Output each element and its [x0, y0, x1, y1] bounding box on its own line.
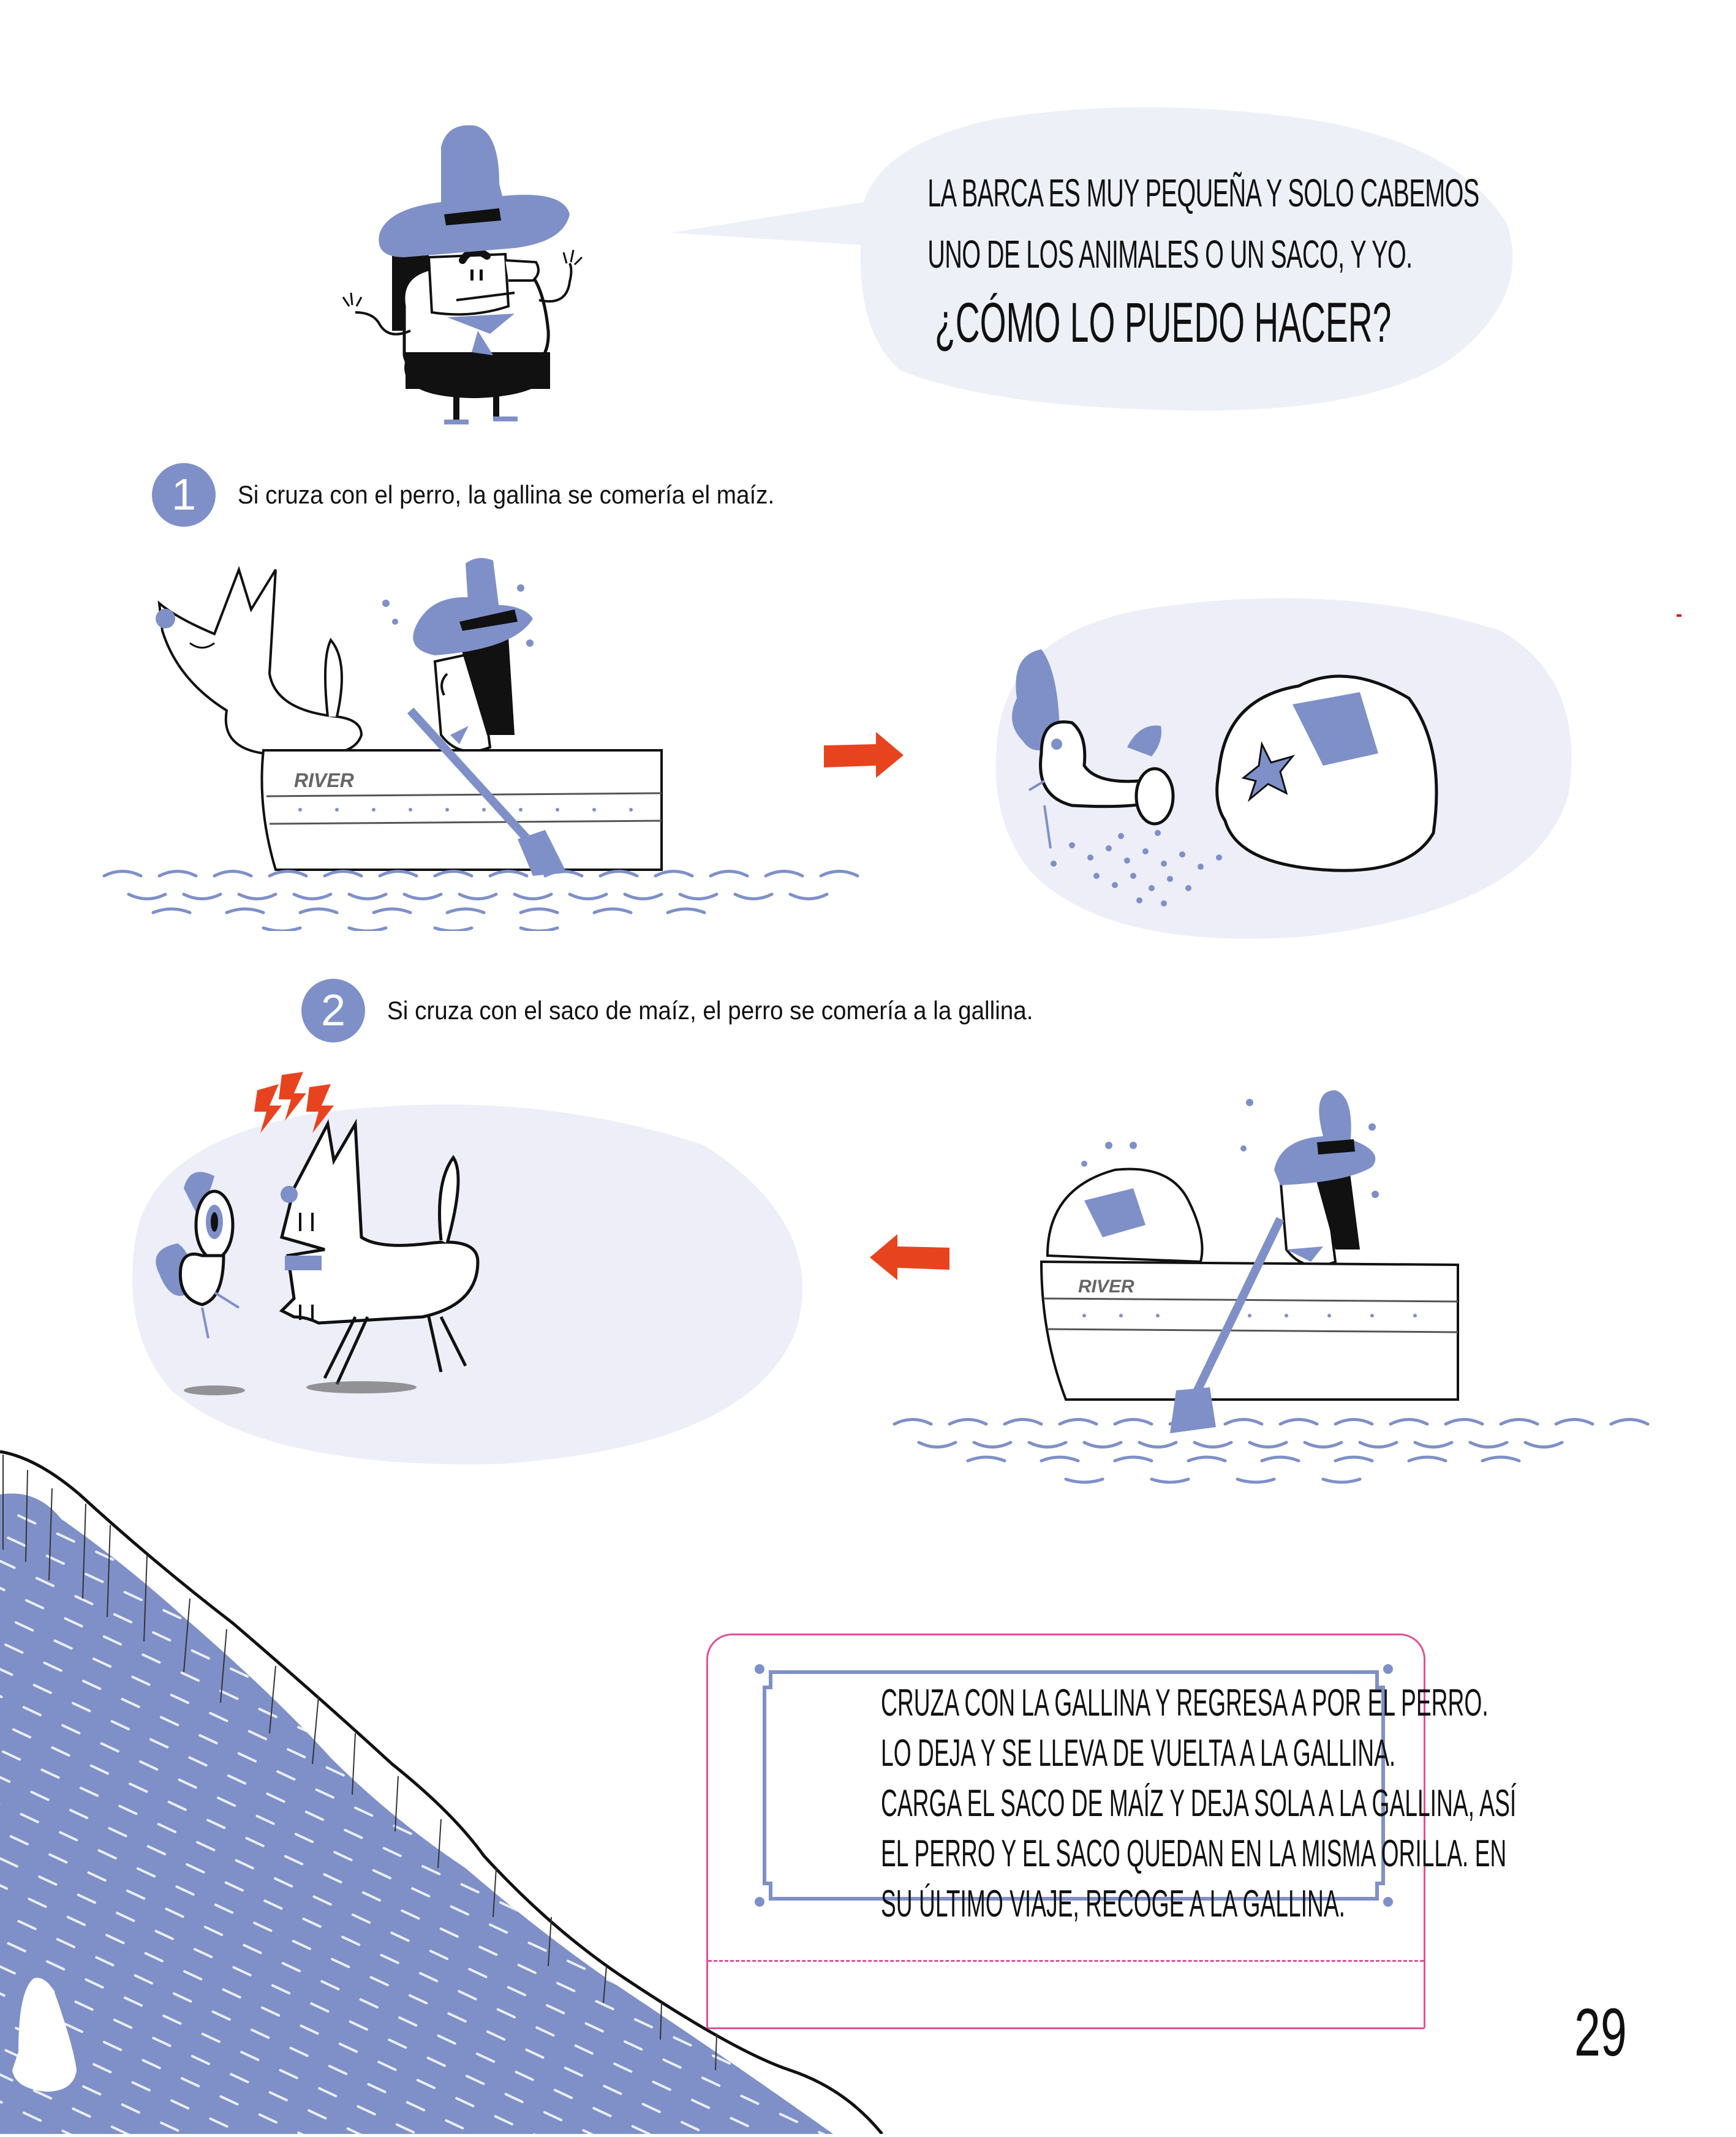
- decorative-frame: [755, 1664, 1393, 1907]
- arrow-right-icon: [821, 732, 907, 781]
- step-1-number-badge: 1: [152, 463, 216, 527]
- step-1-boat-dog-scene: RIVER: [92, 551, 888, 933]
- river-bank-illustration: [0, 1439, 1041, 2135]
- boat-label: RIVER: [294, 769, 354, 791]
- farmer-illustration: [331, 122, 613, 429]
- answer-line-4: EL PERRO Y EL SACO QUEDAN EN LA MISMA OR…: [881, 1833, 1507, 1875]
- speech-bubble: LA BARCA ES MUY PEQUEÑA Y SOLO CABEMOS U…: [671, 101, 1513, 413]
- red-mark: [1677, 614, 1681, 617]
- step-2-dog-hen-scene: [123, 1072, 827, 1470]
- bubble-question: ¿CÓMO LO PUEDO HACER?: [935, 292, 1392, 354]
- page-number: 29: [1574, 1995, 1627, 2070]
- answer-line-1: CRUZA CON LA GALLINA Y REGRESA A POR EL …: [881, 1682, 1489, 1724]
- answer-line-5: SU ÚLTIMO VIAJE, RECOGE A LA GALLINA.: [881, 1883, 1346, 1925]
- step-2-number-badge: 2: [301, 979, 365, 1042]
- answer-card: [706, 1634, 1425, 2029]
- step-2-caption: 2 Si cruza con el saco de maíz, el perro…: [301, 979, 1089, 1042]
- step-1-text: Si cruza con el perro, la gallina se com…: [238, 480, 775, 509]
- step-1-hen-maize-scene: [980, 588, 1593, 955]
- step-2-text: Si cruza con el saco de maíz, el perro s…: [387, 996, 1033, 1025]
- arrow-left-icon: [867, 1234, 953, 1283]
- boat-label: RIVER: [1078, 1276, 1134, 1297]
- step-1-caption: 1 Si cruza con el perro, la gallina se c…: [152, 463, 821, 527]
- bubble-line-1: LA BARCA ES MUY PEQUEÑA Y SOLO CABEMOS: [927, 171, 1479, 215]
- speech-bubble-shape: [671, 107, 1513, 411]
- answer-line-2: LO DEJA Y SE LLEVA DE VUELTA A LA GALLIN…: [881, 1732, 1396, 1774]
- step-2-boat-sack-scene: RIVER: [882, 1078, 1678, 1494]
- answer-frame: CRUZA CON LA GALLINA Y REGRESA A POR EL …: [752, 1654, 1517, 1925]
- answer-line-3: CARGA EL SACO DE MAÍZ Y DEJA SOLA A LA G…: [881, 1782, 1517, 1825]
- bubble-line-2: UNO DE LOS ANIMALES O UN SACO, Y YO.: [927, 232, 1413, 276]
- fold-line-divider: [708, 1960, 1424, 1962]
